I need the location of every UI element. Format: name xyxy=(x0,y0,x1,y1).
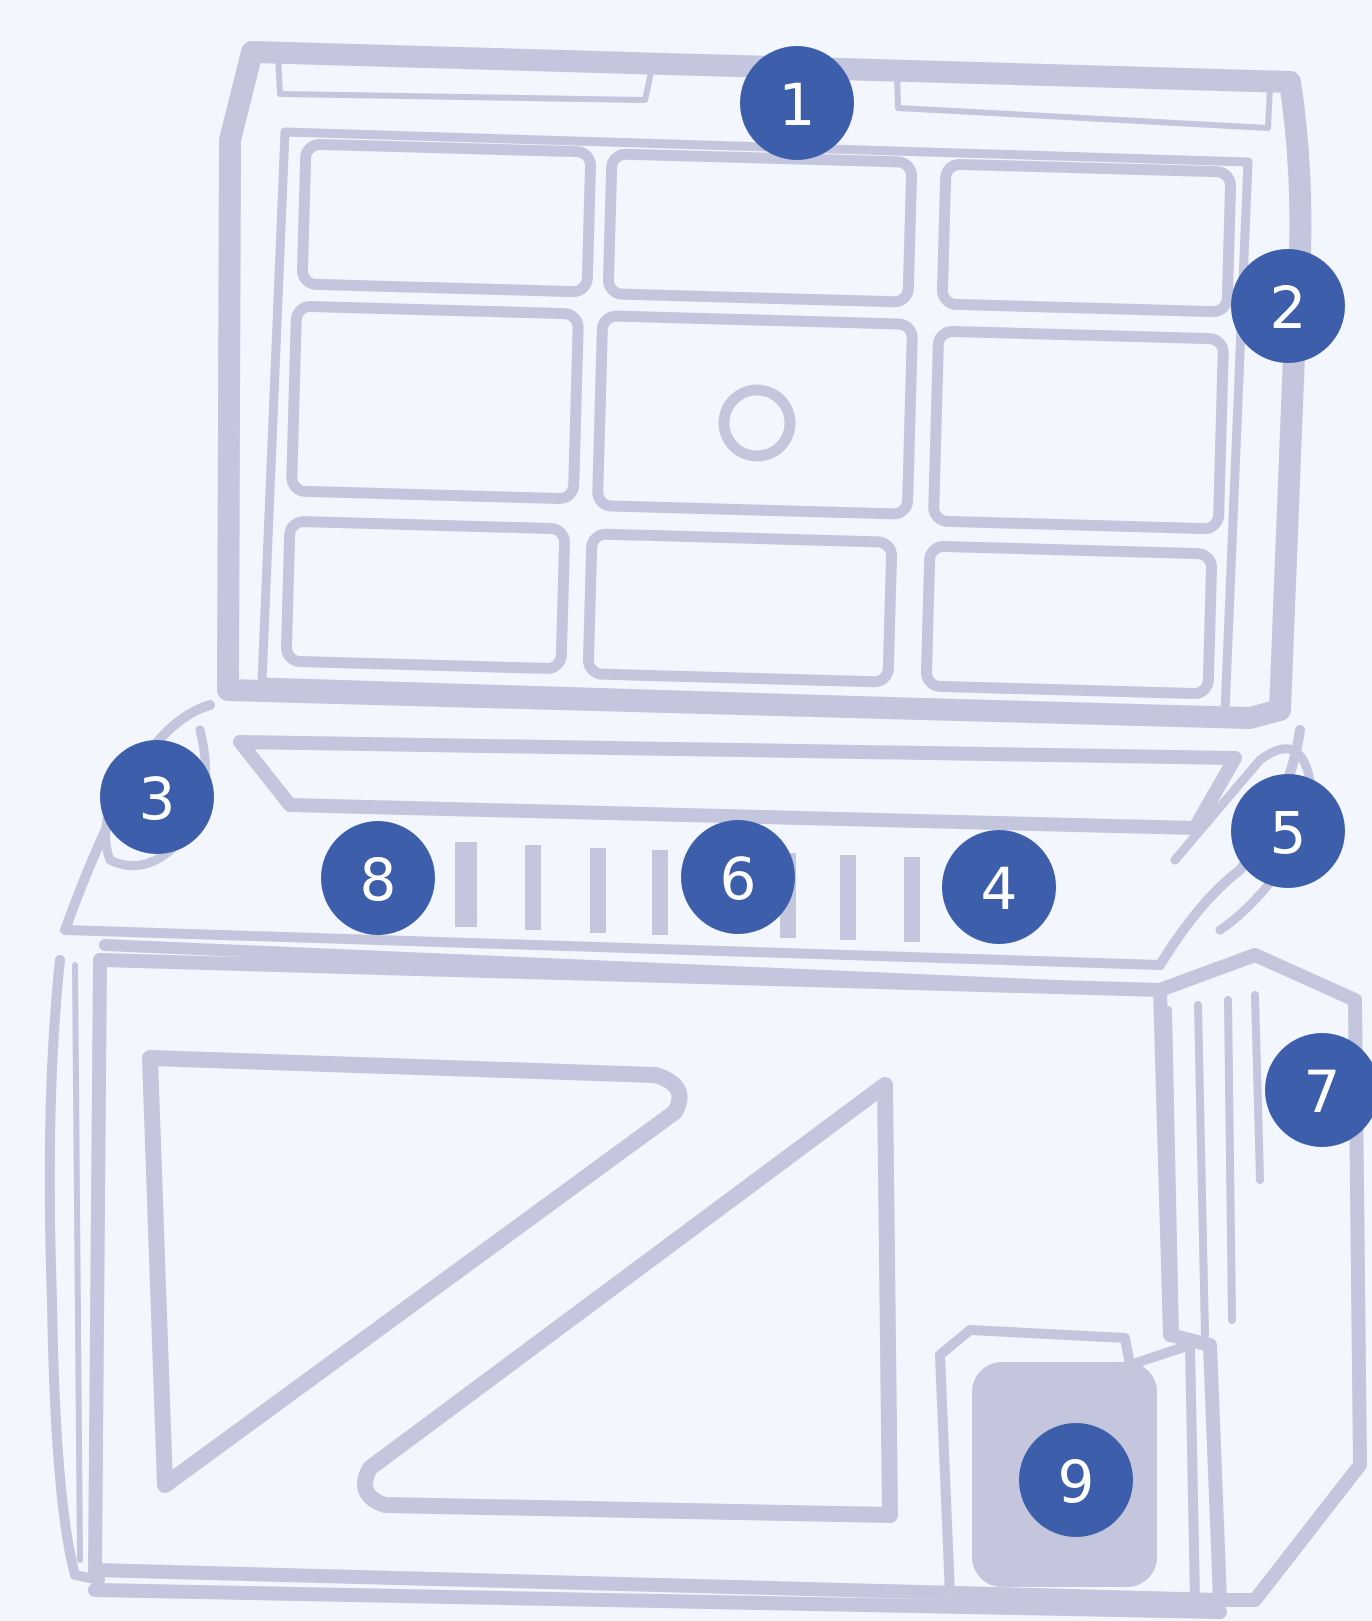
side-rib xyxy=(1224,996,1236,1324)
side-ribs xyxy=(1164,991,1264,1339)
callout-4: 4 xyxy=(942,830,1056,944)
lid-compartment-grid xyxy=(280,138,1237,700)
box-left-edge xyxy=(44,955,105,1585)
lid-compartment xyxy=(928,325,1229,535)
tray-section xyxy=(60,700,1316,996)
lid-compartment xyxy=(602,148,918,308)
tray-divider xyxy=(590,848,606,933)
callout-5-label: 5 xyxy=(1270,799,1307,867)
callout-6-label: 6 xyxy=(720,845,757,913)
front-decoration-lower-triangle xyxy=(357,1077,898,1523)
callout-7: 7 xyxy=(1265,1033,1372,1147)
latch-housing xyxy=(935,1325,1200,1605)
lid-compartment xyxy=(286,300,584,505)
lid-compartment xyxy=(280,516,571,674)
lid xyxy=(217,41,1312,729)
front-decoration-upper-triangle xyxy=(142,1050,688,1493)
callouts: 1 2 3 4 5 6 7 8 xyxy=(100,46,1372,1537)
callout-5-circle xyxy=(1231,774,1345,888)
callout-3-label: 3 xyxy=(139,765,176,833)
callout-6: 6 xyxy=(681,820,795,934)
callout-4-circle xyxy=(942,830,1056,944)
lid-compartment xyxy=(936,158,1237,318)
lid-compartment xyxy=(296,138,597,298)
side-rib xyxy=(1251,991,1264,1184)
callout-3-circle xyxy=(100,740,214,854)
side-rib xyxy=(1194,1001,1209,1339)
callout-2-label: 2 xyxy=(1270,274,1307,342)
callout-4-label: 4 xyxy=(981,855,1018,923)
lid-compartment xyxy=(582,528,898,688)
tray-divider xyxy=(840,855,856,940)
box-left-edge-inner xyxy=(72,962,83,1563)
side-rib xyxy=(1164,1006,1179,1339)
callout-7-label: 7 xyxy=(1304,1058,1341,1126)
box-body xyxy=(44,948,1367,1619)
tray-divider xyxy=(652,850,668,935)
callout-9-circle xyxy=(1019,1423,1133,1537)
tray-divider xyxy=(525,845,541,930)
lid-inner-frame xyxy=(257,127,1253,717)
callout-8-label: 8 xyxy=(360,846,397,914)
callout-2: 2 xyxy=(1231,249,1345,363)
callout-1: 1 xyxy=(740,46,854,160)
callout-9-label: 9 xyxy=(1058,1448,1095,1516)
callout-2-circle xyxy=(1231,249,1345,363)
callout-8-circle xyxy=(321,821,435,935)
callout-1-label: 1 xyxy=(779,71,816,139)
callout-9: 9 xyxy=(1019,1423,1133,1537)
tray-divider xyxy=(455,842,477,927)
lid-top-handle-slot xyxy=(275,53,1273,131)
tray-divider xyxy=(904,857,920,942)
lid-compartment xyxy=(920,540,1218,700)
callout-1-circle xyxy=(740,46,854,160)
callout-7-circle xyxy=(1265,1033,1372,1147)
lid-latch-hole xyxy=(718,384,796,462)
lid-compartment xyxy=(592,310,918,520)
tray-rim xyxy=(233,735,1242,835)
lid-outer-frame xyxy=(217,41,1312,729)
callout-8: 8 xyxy=(321,821,435,935)
box-bottom-edge xyxy=(88,1583,1227,1619)
box-side-panel xyxy=(1153,948,1367,1607)
callout-5: 5 xyxy=(1231,774,1345,888)
callout-6-circle xyxy=(681,820,795,934)
callout-3: 3 xyxy=(100,740,214,854)
